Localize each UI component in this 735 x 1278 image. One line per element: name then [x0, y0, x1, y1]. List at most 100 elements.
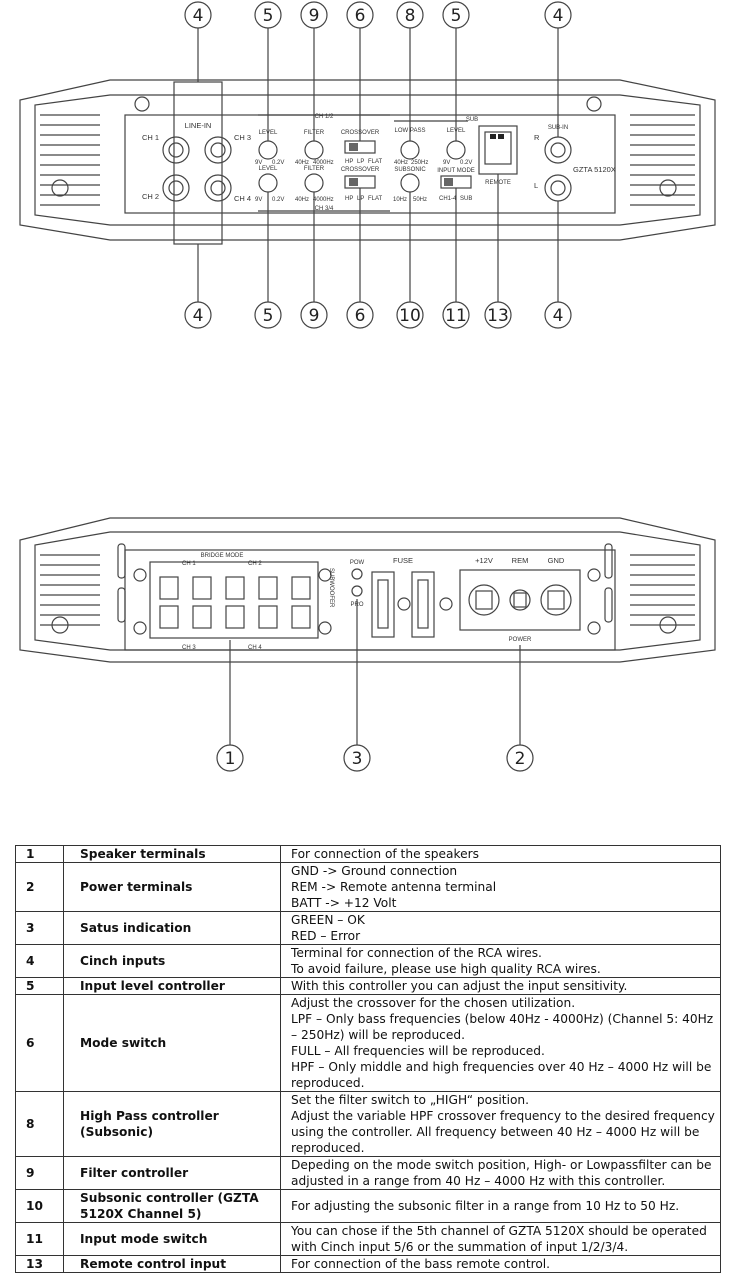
filter-knob	[304, 140, 324, 160]
power-terminal-block	[459, 569, 581, 631]
input-panel-diagram: 4 5 9 6 8 5 4 4 5 9 6 10 11 13 4 LINE-IN…	[19, 1, 716, 329]
callout-number: 3	[352, 749, 363, 769]
description-line: using the controller. All frequency betw…	[291, 1125, 700, 1139]
row-title: High Pass controller (Subsonic)	[63, 1091, 281, 1157]
row-number: 10	[15, 1189, 64, 1223]
label-10hz: 10Hz	[393, 197, 407, 203]
description-line: – 250Hz) will be reproduced.	[291, 1028, 465, 1042]
label-sub: SUB	[466, 117, 478, 123]
amp-housing-top	[19, 79, 716, 241]
pow-led	[351, 568, 363, 580]
label-level: LEVEL	[259, 130, 278, 136]
filter-knob	[304, 173, 324, 193]
label-4000hz: 4000Hz	[313, 160, 334, 166]
label-250hz: 250Hz	[411, 160, 428, 166]
callout-number: 9	[309, 6, 320, 26]
low-pass-knob	[400, 140, 420, 160]
speaker-terminal	[225, 576, 245, 629]
row-title: Filter controller	[63, 1156, 281, 1190]
row-description: You can chose if the 5th channel of GZTA…	[280, 1222, 721, 1256]
description-line: For connection of the speakers	[291, 847, 479, 861]
callout-number: 4	[193, 306, 204, 326]
output-panel	[124, 549, 616, 651]
label-ch2: CH 2	[142, 192, 159, 201]
label-9v: 9V	[443, 160, 450, 166]
subsonic-knob	[400, 173, 420, 193]
screw-icon	[587, 621, 601, 635]
row-title: Subsonic controller (GZTA 5120X Channel …	[63, 1189, 281, 1223]
speaker-terminal-block	[149, 561, 319, 639]
description-line: Set the filter switch to „HIGH“ position…	[291, 1093, 530, 1107]
label-9v: 9V	[255, 160, 262, 166]
sub-level-knob	[446, 140, 466, 160]
screw-icon	[134, 96, 150, 112]
callout-number: 5	[451, 6, 462, 26]
speaker-terminal	[159, 576, 179, 629]
label-pow: POW	[350, 560, 365, 566]
label-bridge-mode: BRIDGE MODE	[201, 553, 244, 559]
label-lp: LP	[357, 196, 364, 202]
screw-icon	[318, 621, 332, 635]
screw-icon	[133, 621, 147, 635]
callout-number: 13	[487, 306, 509, 326]
label-sub-mode: SUB	[460, 196, 472, 202]
callout-number: 2	[515, 749, 526, 769]
row-description: For connection of the bass remote contro…	[280, 1255, 721, 1273]
power-terminal	[509, 589, 531, 611]
label-sub-in: SUB-IN	[548, 125, 568, 131]
callout-number: 4	[553, 6, 564, 26]
row-number: 6	[15, 994, 64, 1092]
label-subsonic: SUBSONIC	[394, 167, 426, 173]
fuse	[411, 571, 435, 638]
description-line: To avoid failure, please use high qualit…	[291, 962, 601, 976]
description-line: Adjust the crossover for the chosen util…	[291, 996, 576, 1010]
label-level: LEVEL	[259, 166, 278, 172]
label-02v: 0.2V	[272, 197, 284, 203]
label-hp: HP	[345, 196, 353, 202]
screw-icon	[659, 179, 677, 197]
description-line: Depeding on the mode switch position, Hi…	[291, 1158, 712, 1172]
label-40hz: 40Hz	[295, 160, 309, 166]
callout-number: 4	[193, 6, 204, 26]
description-line: BATT -> +12 Volt	[291, 896, 397, 910]
row-title: Speaker terminals	[63, 845, 281, 863]
row-number: 4	[15, 944, 64, 978]
rca-jack	[544, 174, 572, 202]
label-lp: LP	[357, 159, 364, 165]
callout-number: 6	[355, 6, 366, 26]
label-remote: REMOTE	[485, 180, 511, 186]
heat-fins-left	[40, 554, 100, 626]
label-low-pass: LOW PASS	[395, 128, 426, 134]
row-description: Terminal for connection of the RCA wires…	[280, 944, 721, 978]
description-line: For adjusting the subsonic filter in a r…	[291, 1199, 680, 1213]
description-line: GREEN – OK	[291, 913, 365, 927]
description-line: RED – Error	[291, 929, 361, 943]
row-description: Adjust the crossover for the chosen util…	[280, 994, 721, 1092]
label-50hz: 50Hz	[413, 197, 427, 203]
row-number: 11	[15, 1222, 64, 1256]
label-crossover: CROSSOVER	[341, 167, 380, 173]
screw-icon	[587, 568, 601, 582]
callout-number: 4	[553, 306, 564, 326]
row-description: With this controller you can adjust the …	[280, 977, 721, 995]
row-number: 8	[15, 1091, 64, 1157]
description-line: reproduced.	[291, 1076, 365, 1090]
row-number: 13	[15, 1255, 64, 1273]
description-line: LPF – Only bass frequencies (below 40Hz …	[291, 1012, 714, 1026]
callout-number: 5	[263, 6, 274, 26]
description-line: FULL – All frequencies will be reproduce…	[291, 1044, 545, 1058]
callout-number: 1	[225, 749, 236, 769]
screw-icon	[51, 179, 69, 197]
callout-number: 11	[445, 306, 467, 326]
speaker-terminal	[291, 576, 311, 629]
row-title: Remote control input	[63, 1255, 281, 1273]
label-ch3: CH 3	[234, 133, 251, 142]
label-gnd: GND	[548, 556, 565, 565]
rca-jack	[162, 174, 190, 202]
label-input-mode: INPUT MODE	[437, 168, 475, 174]
